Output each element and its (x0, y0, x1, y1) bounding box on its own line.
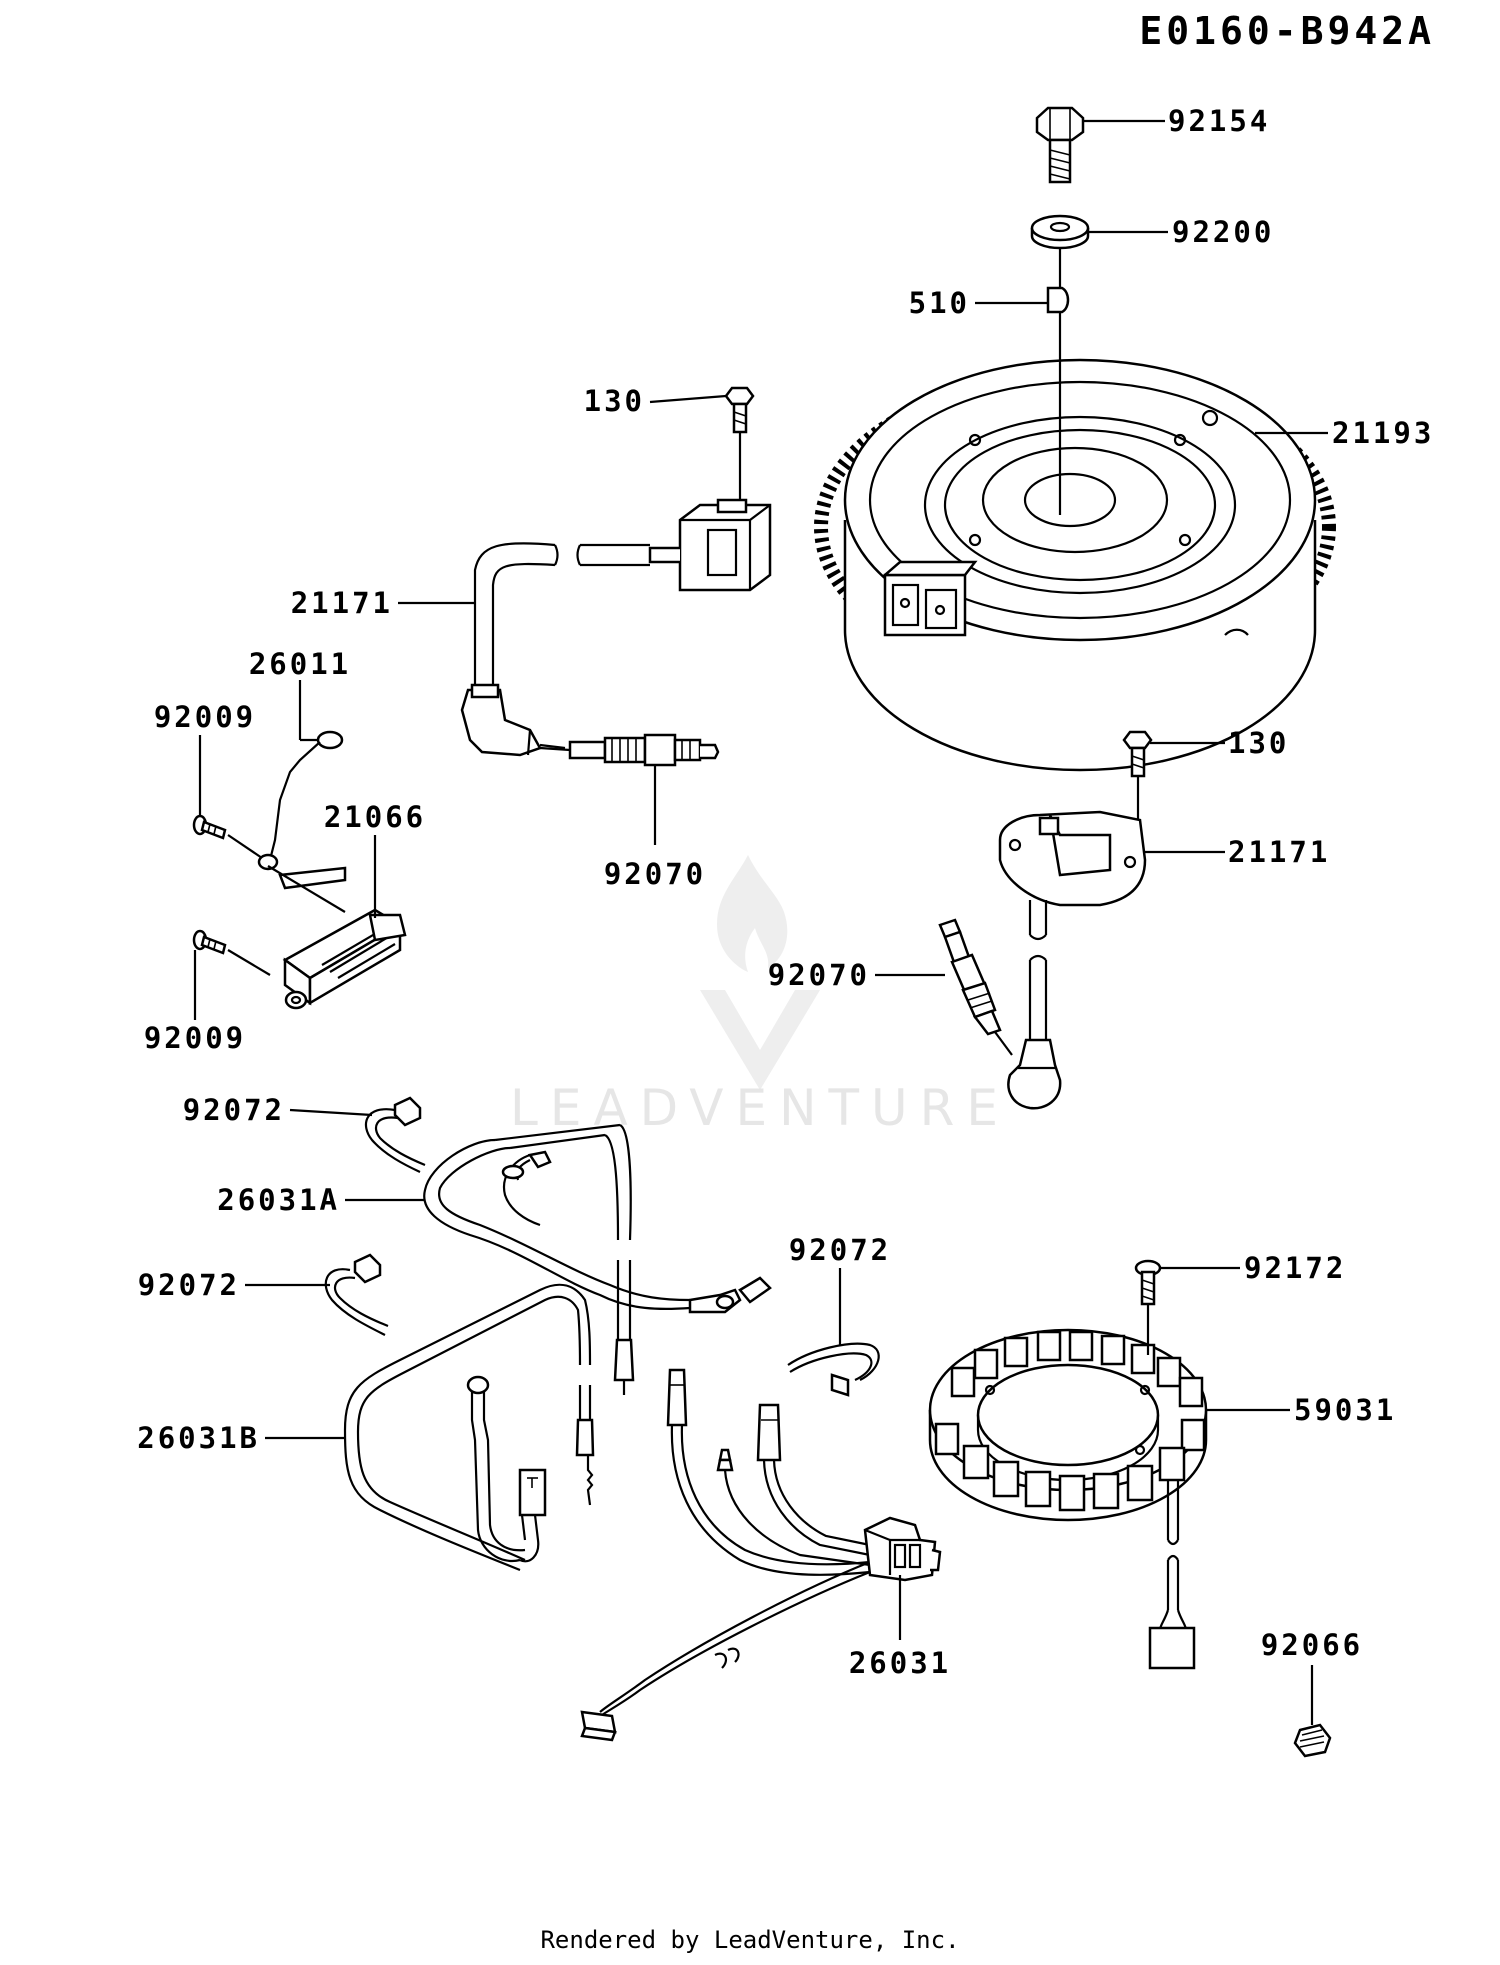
stator-teeth (934, 1330, 1206, 1512)
part-label-59031: 59031 (1294, 1393, 1396, 1427)
ground-lead-26011 (257, 730, 344, 871)
part-label-92070-left: 92070 (604, 857, 706, 891)
part-label-92009-bottom: 92009 (144, 1021, 246, 1055)
part-label-26011: 26011 (249, 647, 351, 681)
watermark-flame-icon (717, 855, 788, 972)
part-label-130-right: 130 (1228, 726, 1289, 760)
part-label-92009-top: 92009 (154, 700, 256, 734)
part-label-26031A: 26031A (217, 1183, 340, 1217)
part-label-21171-left: 21171 (291, 586, 393, 620)
ignition-coil-right (998, 730, 1153, 1110)
part-label-92072-a: 92072 (183, 1093, 285, 1127)
leader-lines (193, 119, 1328, 1725)
part-label-26031: 26031 (849, 1646, 951, 1680)
part-label-21171-right: 21171 (1228, 835, 1330, 869)
clamp-92072-c (787, 1342, 880, 1397)
clamp-92072-b (324, 1253, 389, 1336)
part-label-510: 510 (909, 286, 970, 320)
stator-59031 (928, 1328, 1208, 1670)
part-label-92200: 92200 (1172, 215, 1274, 249)
harness-26031B (343, 1283, 595, 1572)
nut-92066 (1293, 1723, 1332, 1758)
flywheel-21193 (814, 358, 1336, 772)
harness-26031A (423, 1123, 772, 1395)
part-label-26031B: 26031B (137, 1421, 260, 1455)
bolt-92154 (1035, 106, 1085, 184)
part-label-130-top: 130 (584, 384, 645, 418)
watermark: LEADVENTURE (510, 855, 998, 1137)
part-label-92066: 92066 (1261, 1628, 1363, 1662)
part-labels: 92154 92200 510 130 21193 21171 26011 92… (137, 104, 1434, 1680)
watermark-chevron-icon (700, 990, 820, 1090)
harness-26031 (580, 1368, 942, 1742)
clamp-92072-a (364, 1096, 426, 1173)
footer-credit: Rendered by LeadVenture, Inc. (540, 1926, 959, 1954)
part-label-21193: 21193 (1332, 416, 1434, 450)
washer-92200 (1030, 214, 1090, 250)
part-label-92070-right: 92070 (768, 958, 870, 992)
screw-92009-top (192, 814, 263, 859)
part-label-92072-b: 92072 (138, 1268, 240, 1302)
screw-92009-bottom (192, 929, 271, 976)
diagram-code: E0160-B942A (1139, 9, 1435, 53)
part-label-92154: 92154 (1168, 104, 1270, 138)
part-label-21066: 21066 (324, 800, 426, 834)
ignition-coil-left (460, 386, 772, 757)
spark-plug-left-92070 (539, 733, 720, 767)
part-label-92172: 92172 (1244, 1251, 1346, 1285)
regulator-21066 (267, 865, 407, 1010)
spark-plug-right-92070 (938, 918, 1013, 1056)
key-510 (1046, 286, 1070, 314)
part-label-92072-c: 92072 (789, 1233, 891, 1267)
